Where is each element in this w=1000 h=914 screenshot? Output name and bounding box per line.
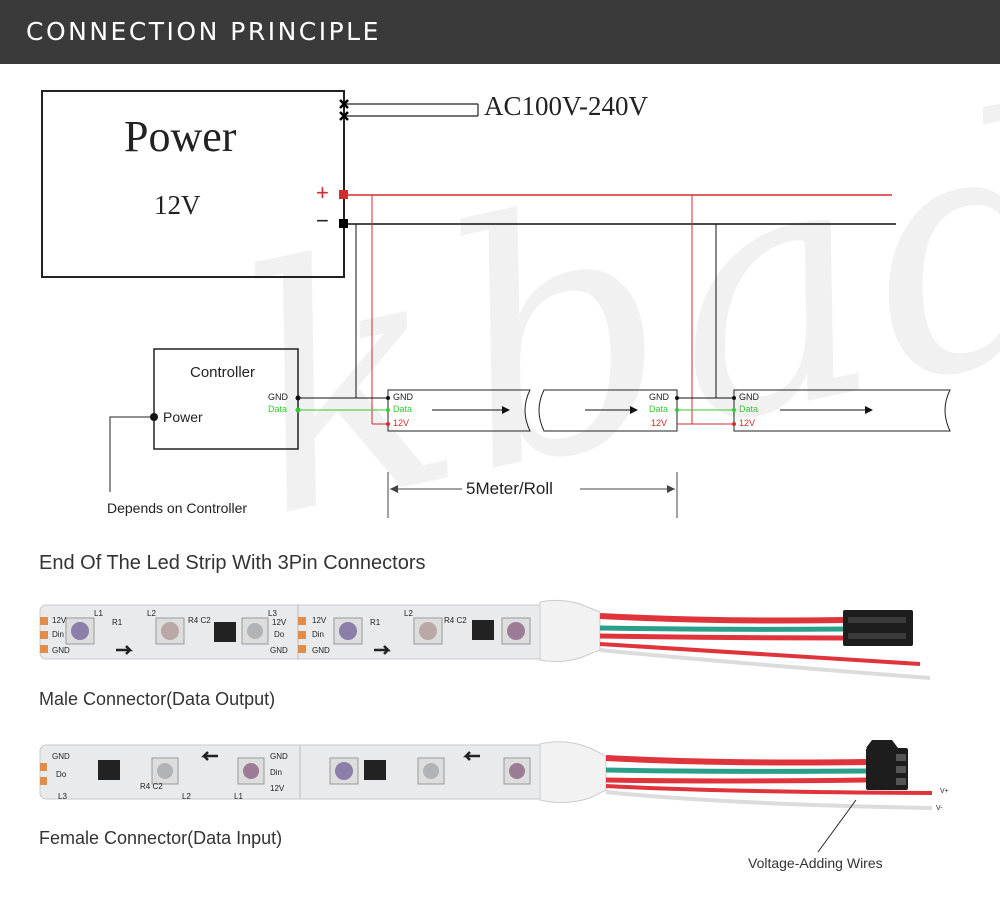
- led-strip-1: [387, 389, 531, 432]
- depends-on-controller-label: Depends on Controller: [107, 500, 248, 516]
- strip3-gnd-label: GND: [739, 392, 759, 402]
- negative-terminal: [339, 219, 348, 228]
- strip1-data-label: Data: [393, 404, 413, 414]
- male-connector-label: Male Connector(Data Output): [39, 689, 276, 709]
- strip3-data-label: Data: [739, 404, 759, 414]
- pcb-f-12v-label: 12V: [270, 784, 285, 793]
- strip2-12v-label: 12V: [651, 418, 668, 428]
- pcb-f-do-label: Do: [56, 770, 67, 779]
- pcb-f-gnd-label: GND: [52, 752, 70, 761]
- ic-chip-icon: [472, 620, 494, 640]
- led-chip-icon: [503, 757, 531, 785]
- led-chip-icon: [155, 617, 185, 645]
- pcb-l2-label: L2: [147, 609, 156, 618]
- arrow-left-icon: [200, 751, 218, 761]
- led-chip-icon: [413, 617, 443, 645]
- controller-power-label: Power: [163, 409, 203, 425]
- arrow-left-icon: [462, 751, 480, 761]
- female-connector-label: Female Connector(Data Input): [39, 828, 283, 848]
- pcb-gnd-label-2: GND: [270, 646, 288, 655]
- v-plus-label: V+: [940, 788, 949, 795]
- pcb-gnd-label: GND: [52, 646, 70, 655]
- strip2-data-label: Data: [649, 404, 669, 414]
- led-chip-icon: [65, 617, 95, 645]
- pcb-r4c2-label-2: R4 C2: [444, 616, 467, 625]
- strip3-12v-label: 12V: [739, 418, 756, 428]
- female-connector-strip: [39, 740, 933, 853]
- pcb-f-l3-label: L3: [58, 792, 67, 801]
- pcb-do-label: Do: [274, 630, 285, 639]
- v-minus-label: V-: [936, 805, 943, 812]
- end-strip-title: End Of The Led Strip With 3Pin Connector…: [39, 552, 426, 574]
- ac-input-label: AC100V-240V: [484, 91, 649, 121]
- positive-symbol: +: [316, 180, 329, 205]
- pcb-f-r4c2-label: R4 C2: [140, 782, 163, 791]
- ic-chip-icon: [98, 760, 120, 780]
- pcb-12v-label-3: 12V: [312, 616, 327, 625]
- pcb-12v-label: 12V: [52, 616, 67, 625]
- positive-terminal: [339, 190, 348, 199]
- controller-title: Controller: [190, 364, 256, 381]
- led-chip-icon: [329, 757, 359, 785]
- pcb-r4c2-label: R4 C2: [188, 616, 211, 625]
- controller-gnd-label: GND: [268, 392, 288, 402]
- led-chip-icon: [501, 617, 531, 645]
- pcb-f-gnd-label-2: GND: [270, 752, 288, 761]
- led-chip-icon: [241, 617, 269, 645]
- strip1-12v-label: 12V: [393, 418, 410, 428]
- pcb-12v-label-2: 12V: [272, 618, 287, 627]
- led-chip-icon: [237, 757, 265, 785]
- voltage-adding-wires-label: Voltage-Adding Wires: [748, 855, 883, 871]
- power-box: [41, 90, 345, 278]
- header-title: CONNECTION PRINCIPLE: [26, 17, 381, 46]
- led-chip-icon: [417, 757, 445, 785]
- led-strip-2: [538, 389, 678, 432]
- roll-dimension: [387, 472, 678, 518]
- pcb-l2-label-2: L2: [404, 609, 413, 618]
- controller-data-label: Data: [268, 404, 288, 414]
- male-plug-icon: [843, 610, 913, 646]
- ic-chip-icon: [364, 760, 386, 780]
- strip2-gnd-label: GND: [649, 392, 669, 402]
- power-title: Power: [124, 112, 237, 161]
- negative-symbol: −: [316, 208, 329, 233]
- pcb-r1-label: R1: [112, 618, 123, 627]
- pcb-din-label-2: Din: [312, 630, 325, 639]
- male-connector-strip: [39, 599, 931, 680]
- pcb-din-label: Din: [52, 630, 65, 639]
- led-strip-3: [733, 389, 951, 432]
- ac-terminal-icon: [339, 99, 349, 121]
- pcb-gnd-label-3: GND: [312, 646, 330, 655]
- led-chip-icon: [151, 757, 179, 785]
- strip1-gnd-label: GND: [393, 392, 413, 402]
- power-voltage: 12V: [154, 190, 201, 220]
- roll-length-label: 5Meter/Roll: [466, 479, 553, 498]
- arrow-right-icon: [374, 645, 392, 655]
- arrow-right-icon: [116, 645, 134, 655]
- led-chip-icon: [333, 617, 363, 645]
- pcb-r1-label-2: R1: [370, 618, 381, 627]
- pcb-f-l2-label: L2: [182, 792, 191, 801]
- pcb-l3-label: L3: [268, 609, 277, 618]
- ic-chip-icon: [214, 622, 236, 642]
- header-bar: CONNECTION PRINCIPLE: [0, 0, 1000, 64]
- pcb-f-l1-label: L1: [234, 792, 243, 801]
- pcb-f-din-label: Din: [270, 768, 283, 777]
- pcb-l1-label: L1: [94, 609, 103, 618]
